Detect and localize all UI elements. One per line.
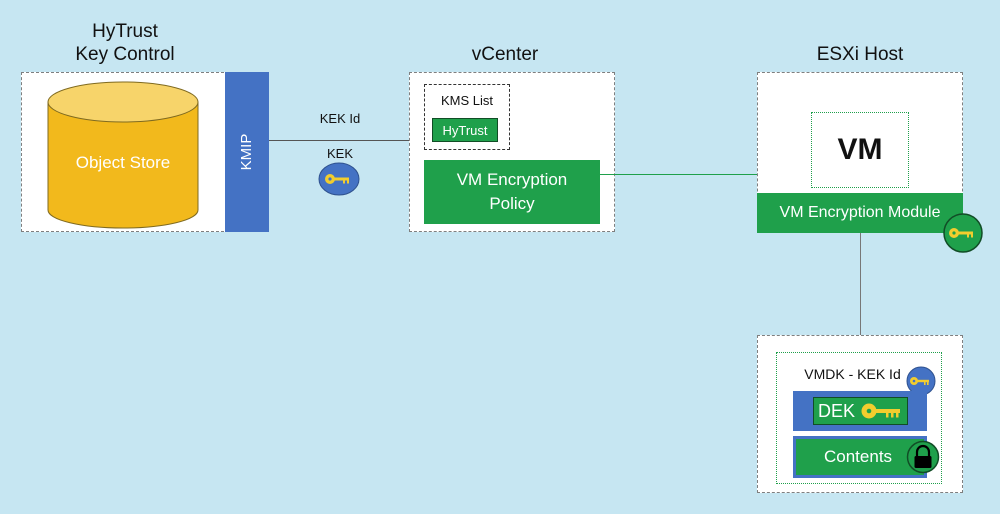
dek-label: DEK: [818, 401, 856, 421]
vmdk-header: VMDK - KEK Id: [804, 366, 901, 382]
vmdk-inner-box: [776, 352, 942, 484]
policy-connection-line: [600, 174, 811, 175]
kmip-connection-line: [269, 140, 410, 141]
key-icon: [861, 403, 900, 419]
vmdk-connection-line: [860, 233, 861, 335]
vm-encryption-policy[interactable]: VM Encryption Policy: [424, 160, 600, 224]
hytrust-title: HyTrust Key Control: [40, 20, 210, 66]
database-icon: [47, 81, 199, 229]
vm-encryption-module[interactable]: VM Encryption Module: [757, 193, 963, 233]
kek-label: KEK: [326, 146, 353, 161]
object-store-label: Object Store: [75, 153, 171, 172]
hytrust-title-line1: HyTrust: [92, 21, 158, 42]
esxi-title: ESXi Host: [816, 44, 904, 65]
vcenter-title: vCenter: [471, 44, 539, 65]
kek-id-label: KEK Id: [319, 111, 361, 126]
kms-item-hytrust[interactable]: HyTrust: [432, 118, 498, 142]
lock-icon: [906, 440, 940, 474]
policy-label-line1: VM Encryption: [456, 170, 568, 189]
kms-list-label: KMS List: [440, 93, 493, 108]
vm-box[interactable]: VM: [811, 112, 909, 188]
kmip-label: KMIP: [238, 133, 255, 171]
policy-label-line2: Policy: [489, 194, 535, 213]
kmip-bar: [225, 72, 269, 232]
key-icon: [906, 366, 936, 396]
key-icon: [318, 162, 360, 196]
hytrust-title-line2: Key Control: [75, 44, 175, 65]
key-icon: [943, 213, 983, 253]
contents-box[interactable]: Contents: [796, 439, 924, 475]
